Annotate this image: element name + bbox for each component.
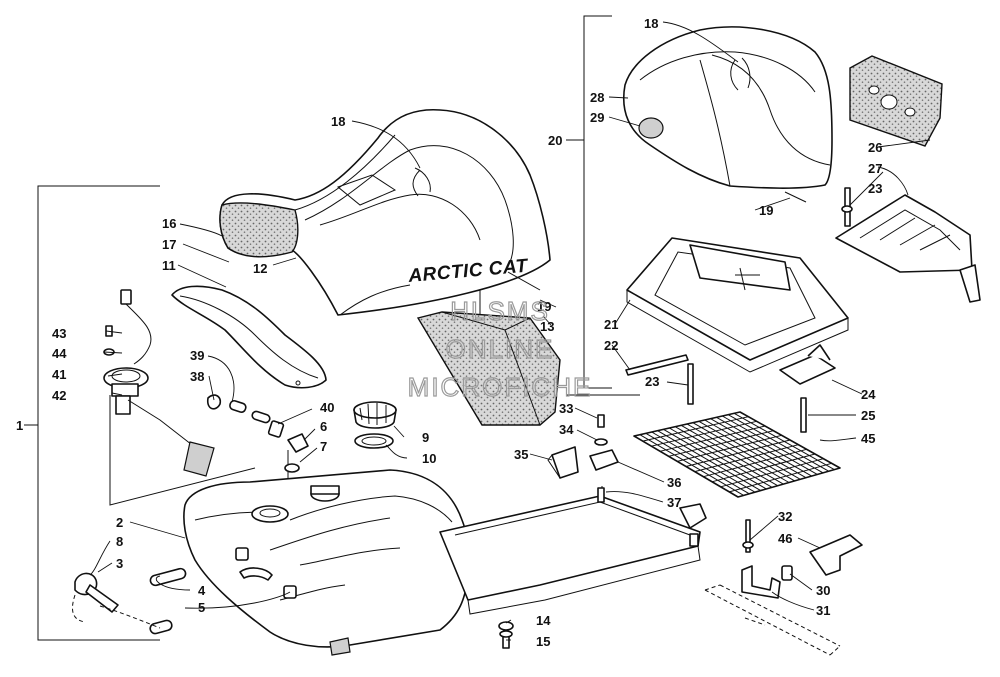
callout-label: 14 — [536, 613, 551, 628]
callout-label: 2 — [116, 515, 123, 530]
watermark-line-1: HLSMS — [450, 296, 550, 326]
callout-label: 19 — [759, 203, 773, 218]
foam-block — [416, 311, 561, 426]
bracket-36 — [589, 449, 619, 471]
callout-label: 23 — [868, 181, 882, 196]
fuel-cap — [353, 401, 397, 429]
group-bracket-20 — [566, 15, 612, 389]
callout-label: 32 — [778, 509, 792, 524]
callout-label: 17 — [162, 237, 176, 252]
callout-label: 10 — [422, 451, 436, 466]
watermark: HLSMS ONLINE MICROFICHE — [407, 295, 593, 402]
callout-label: 26 — [868, 140, 882, 155]
callout-label: 7 — [320, 439, 327, 454]
screw-23-right — [841, 187, 853, 227]
callout-label: 43 — [52, 326, 66, 341]
callout-label: 13 — [540, 319, 554, 334]
callout-label: 22 — [604, 338, 618, 353]
callout-label: 46 — [778, 531, 792, 546]
callout-label: 44 — [52, 346, 67, 361]
callout-label: 31 — [816, 603, 830, 618]
seat-trim — [171, 285, 327, 389]
clamp-31 — [741, 565, 781, 599]
callout-label: 18 — [331, 114, 345, 129]
callout-label: 40 — [320, 400, 334, 415]
storage-tray — [626, 237, 849, 373]
callout-label: 15 — [536, 634, 550, 649]
callout-label: 23 — [645, 374, 659, 389]
spring-30 — [781, 565, 793, 581]
callout-label: 8 — [116, 534, 123, 549]
callout-label: 11 — [162, 258, 176, 273]
callout-label: 1 — [16, 418, 23, 433]
callout-label: 21 — [604, 317, 618, 332]
callout-label: 39 — [190, 348, 204, 363]
screw-25 — [800, 397, 807, 433]
bracket-24 — [779, 344, 836, 385]
watermark-line-3: MICROFICHE — [408, 372, 593, 402]
washer-32 — [742, 519, 754, 553]
callout-label: 9 — [422, 430, 429, 445]
callout-label: 24 — [861, 387, 876, 402]
callout-label: 38 — [190, 369, 204, 384]
rod-22 — [625, 354, 689, 376]
callout-label: 5 — [198, 600, 205, 615]
bracket-37 — [679, 503, 707, 547]
callout-label: 45 — [861, 431, 875, 446]
callout-label: 6 — [320, 419, 327, 434]
tunnel-tray — [439, 495, 701, 615]
mounting-plate — [835, 194, 981, 303]
bracket-35 — [547, 446, 579, 479]
callout-label: 33 — [559, 401, 573, 416]
foam-pad — [849, 55, 943, 147]
callout-label: 4 — [198, 583, 206, 598]
callout-label: 29 — [590, 110, 604, 125]
callout-label: 3 — [116, 556, 123, 571]
clip-19-right — [784, 191, 807, 203]
callout-label: 12 — [253, 261, 267, 276]
drain-valve — [72, 547, 297, 635]
callout-label: 36 — [667, 475, 681, 490]
group-bracket-1 — [24, 185, 160, 641]
rear-seat — [623, 26, 833, 189]
callout-label: 42 — [52, 388, 66, 403]
leader-lines — [89, 21, 931, 641]
fuel-line-parts — [206, 394, 309, 473]
latch-46 — [809, 534, 863, 576]
hardware-33-34 — [594, 414, 608, 503]
callout-label: 35 — [514, 447, 528, 462]
bolt-15 — [499, 630, 513, 649]
callout-label: 25 — [861, 408, 875, 423]
grid-mat — [633, 411, 841, 498]
watermark-line-2: ONLINE — [446, 334, 555, 364]
screw-23-left — [687, 363, 694, 405]
fuel-tank — [183, 469, 470, 656]
rail-reference — [704, 584, 841, 656]
callout-label: 20 — [548, 133, 562, 148]
callout-label: 18 — [644, 16, 658, 31]
callout-label: 19 — [537, 299, 551, 314]
callout-label: 37 — [667, 495, 681, 510]
callout-label: 16 — [162, 216, 176, 231]
callout-label: 34 — [559, 422, 574, 437]
callout-labels: 1 2 3 4 5 6 7 8 9 10 11 12 13 14 15 16 1… — [16, 16, 882, 649]
callout-label: 28 — [590, 90, 604, 105]
washer-14 — [498, 621, 514, 631]
clip-19-left — [507, 271, 541, 291]
fuel-sender — [103, 289, 215, 477]
callout-label: 27 — [868, 161, 882, 176]
cap-gasket — [354, 433, 394, 449]
callout-label: 41 — [52, 367, 66, 382]
main-seat: ARCTIC CAT — [219, 108, 551, 316]
callout-label: 30 — [816, 583, 830, 598]
